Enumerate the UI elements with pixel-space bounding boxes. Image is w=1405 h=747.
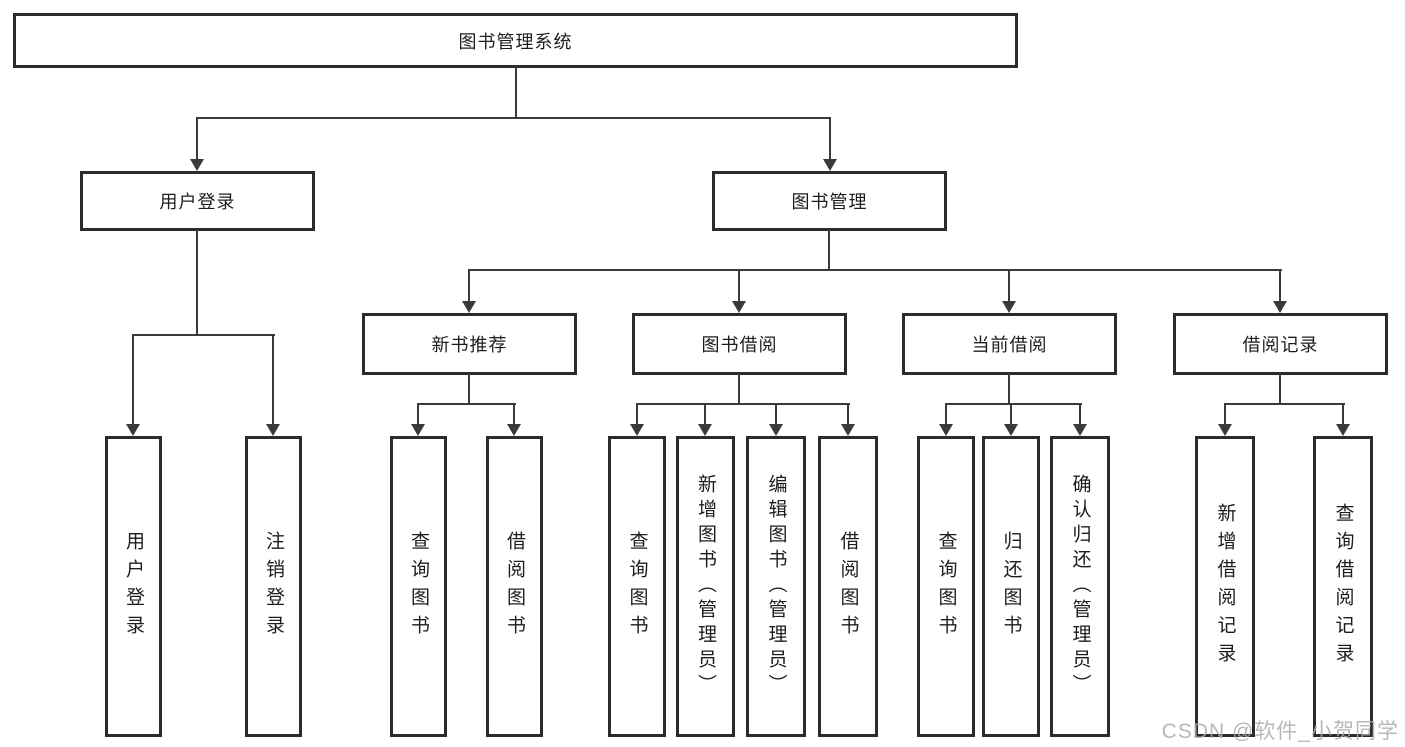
arrow-to-user-login (190, 159, 204, 171)
leaf-bb-query-book: 查询图书 (608, 436, 666, 737)
connector-user-login-stem (196, 229, 198, 335)
connector-to-br-add-shaft (1224, 403, 1226, 426)
connector-borrow-records-stem (1279, 373, 1281, 404)
leaf-user-login: 用户登录 (105, 436, 162, 737)
arrow-to-leaf-user-login (126, 424, 140, 436)
leaf-bb-add-book-admin: 新增图书（管理员） (676, 436, 735, 737)
arrow-to-book-borrow (732, 301, 746, 313)
leaf-cb-return-book-label: 归还图书 (1000, 530, 1022, 643)
arrow-to-rec-borrow (507, 424, 521, 436)
leaf-logout: 注销登录 (245, 436, 302, 737)
leaf-rec-borrow-book: 借阅图书 (486, 436, 543, 737)
node-borrow-records-label: 借阅记录 (1242, 335, 1319, 355)
connector-to-new-book-rec-shaft (468, 269, 470, 303)
connector-to-user-login-shaft (196, 117, 198, 161)
leaf-user-login-label: 用户登录 (123, 530, 144, 643)
leaf-bb-add-book-admin-label: 新增图书（管理员） (695, 474, 716, 699)
connector-to-br-query-shaft (1342, 403, 1344, 426)
leaf-rec-query-book-label: 查询图书 (408, 530, 429, 643)
arrow-to-bb-borrow (841, 424, 855, 436)
connector-to-leaf-logout-shaft (272, 334, 274, 425)
leaf-cb-confirm-return-admin: 确认归还（管理员） (1050, 436, 1110, 737)
connector-new-book-rec-branch (417, 403, 516, 405)
node-user-login-label: 用户登录 (159, 192, 236, 212)
connector-root-stem (515, 66, 517, 118)
connector-to-bb-edit-shaft (775, 403, 777, 426)
leaf-bb-query-book-label: 查询图书 (626, 530, 648, 643)
connector-to-book-borrow-shaft (738, 269, 740, 303)
arrow-to-book-mgmt (823, 159, 837, 171)
node-book-mgmt-label: 图书管理 (791, 192, 868, 212)
leaf-bb-edit-book-admin: 编辑图书（管理员） (746, 436, 806, 737)
connector-book-mgmt-branch (468, 269, 1282, 271)
connector-book-mgmt-stem (828, 229, 830, 270)
node-book-borrow: 图书借阅 (632, 313, 847, 375)
node-current-borrow: 当前借阅 (902, 313, 1117, 375)
leaf-rec-query-book: 查询图书 (390, 436, 447, 737)
connector-book-borrow-branch (636, 403, 850, 405)
leaf-cb-return-book: 归还图书 (982, 436, 1040, 737)
arrow-to-br-query (1336, 424, 1350, 436)
node-root-label: 图书管理系统 (458, 31, 573, 52)
connector-to-bb-borrow-shaft (847, 403, 849, 426)
leaf-cb-query-book-label: 查询图书 (935, 530, 957, 643)
node-borrow-records: 借阅记录 (1173, 313, 1388, 375)
connector-user-login-branch (132, 334, 275, 336)
connector-to-bb-add-shaft (704, 403, 706, 426)
arrow-to-br-add (1218, 424, 1232, 436)
connector-to-book-mgmt-shaft (829, 117, 831, 161)
node-user-login: 用户登录 (80, 171, 315, 231)
arrow-to-rec-query (411, 424, 425, 436)
arrow-to-borrow-records (1273, 301, 1287, 313)
node-new-book-rec-label: 新书推荐 (431, 335, 508, 355)
connector-to-current-borrow-shaft (1008, 269, 1010, 303)
arrow-to-bb-query (630, 424, 644, 436)
node-root: 图书管理系统 (13, 13, 1018, 68)
connector-to-bb-query-shaft (636, 403, 638, 426)
node-book-borrow-label: 图书借阅 (701, 335, 778, 355)
node-current-borrow-label: 当前借阅 (971, 335, 1048, 355)
leaf-cb-query-book: 查询图书 (917, 436, 975, 737)
leaf-bb-borrow-book-label: 借阅图书 (837, 530, 859, 643)
leaf-br-add-record-label: 新增借阅记录 (1214, 502, 1236, 671)
arrow-to-leaf-logout (266, 424, 280, 436)
node-book-mgmt: 图书管理 (712, 171, 947, 231)
connector-to-borrow-records-shaft (1279, 269, 1281, 303)
connector-current-borrow-stem (1008, 373, 1010, 404)
arrow-to-cb-return (1004, 424, 1018, 436)
connector-new-book-rec-stem (468, 373, 470, 404)
csdn-watermark: CSDN @软件_小贺同学 (1161, 720, 1399, 743)
arrow-to-new-book-rec (462, 301, 476, 313)
connector-to-rec-borrow-shaft (513, 403, 515, 426)
leaf-br-query-record: 查询借阅记录 (1313, 436, 1373, 737)
connector-to-cb-return-shaft (1010, 403, 1012, 426)
arrow-to-bb-add (698, 424, 712, 436)
leaf-br-query-record-label: 查询借阅记录 (1332, 502, 1354, 671)
connector-book-borrow-stem (738, 373, 740, 404)
leaf-bb-borrow-book: 借阅图书 (818, 436, 878, 737)
arrow-to-current-borrow (1002, 301, 1016, 313)
arrow-to-cb-confirm (1073, 424, 1087, 436)
leaf-cb-confirm-return-admin-label: 确认归还（管理员） (1069, 474, 1091, 699)
arrow-to-bb-edit (769, 424, 783, 436)
leaf-bb-edit-book-admin-label: 编辑图书（管理员） (765, 474, 787, 699)
connector-to-rec-query-shaft (417, 403, 419, 426)
connector-to-cb-query-shaft (945, 403, 947, 426)
connector-root-branch (196, 117, 831, 119)
arrow-to-cb-query (939, 424, 953, 436)
connector-to-leaf-user-login-shaft (132, 334, 134, 425)
leaf-br-add-record: 新增借阅记录 (1195, 436, 1255, 737)
connector-to-cb-confirm-shaft (1079, 403, 1081, 426)
connector-current-borrow-branch (945, 403, 1082, 405)
node-new-book-rec: 新书推荐 (362, 313, 577, 375)
leaf-logout-label: 注销登录 (263, 530, 284, 643)
connector-borrow-records-branch (1224, 403, 1345, 405)
leaf-rec-borrow-book-label: 借阅图书 (504, 530, 525, 643)
